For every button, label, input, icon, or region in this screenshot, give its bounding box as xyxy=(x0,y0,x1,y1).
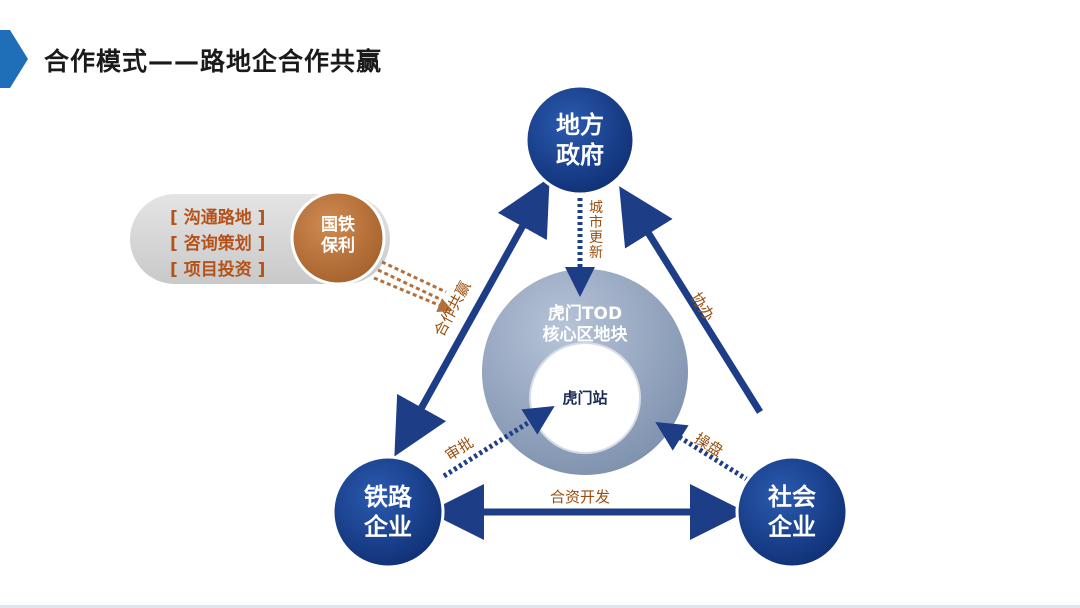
social-label: 社会 企业 xyxy=(768,483,816,541)
pill-item-communicate: [ 沟通路地 ] xyxy=(170,208,266,228)
node-railway xyxy=(331,455,445,569)
railway-label: 铁路 企业 xyxy=(364,483,412,541)
node-government xyxy=(524,84,636,196)
dotted-arrow-railway-station xyxy=(442,405,555,479)
pill-item-invest: [ 项目投资 ] xyxy=(170,260,266,280)
label-urban-renewal: 城市更新 xyxy=(589,200,603,261)
label-joint-development: 合资开发 xyxy=(550,488,611,506)
node-social xyxy=(735,455,849,569)
node-guotie xyxy=(290,190,386,286)
core-label: 虎门TOD 核心区地块 xyxy=(542,304,628,346)
title-accent-chevron xyxy=(0,30,28,88)
dashed-arrow-guotie-core xyxy=(373,260,453,313)
bottom-divider xyxy=(0,605,1080,608)
station-label: 虎门站 xyxy=(562,389,608,407)
dotted-arrow-social-core xyxy=(655,422,750,483)
arrow-social-government xyxy=(619,186,763,414)
page-title: 合作模式——路地企合作共赢 xyxy=(44,47,383,76)
pill-item-consult: [ 咨询策划 ] xyxy=(170,234,266,254)
government-label: 地方 政府 xyxy=(556,111,604,169)
arrow-railway-government xyxy=(394,177,550,457)
guotie-label: 国铁 保利 xyxy=(321,215,355,257)
